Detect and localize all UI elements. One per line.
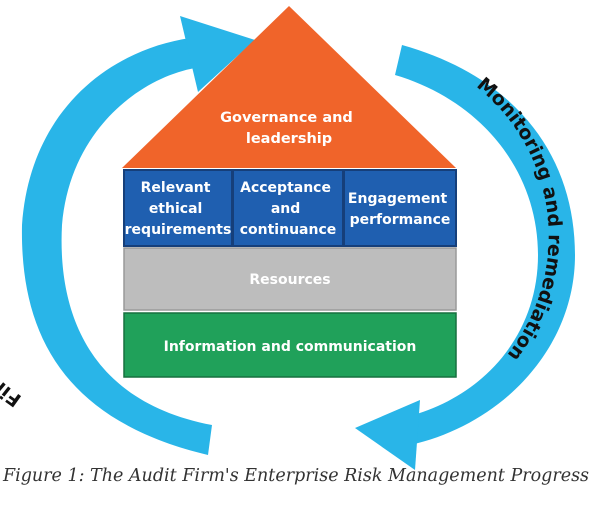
foundation-label: Information and communication xyxy=(164,339,417,355)
left-cycle-label: Firm's risk assessment process xyxy=(0,92,25,411)
roof-label-line-1: Governance and xyxy=(220,110,353,126)
resources-label: Resources xyxy=(249,272,330,288)
pillar-acceptance-and-continuance xyxy=(232,169,344,247)
roof-label-line-2: leadership xyxy=(246,131,332,147)
right-arrow-head xyxy=(355,400,420,470)
right-cycle-arrow xyxy=(355,45,575,470)
information-communication-foundation xyxy=(123,312,457,378)
pillar-2-label: Acceptance and continuance xyxy=(240,180,337,238)
left-arrow-band xyxy=(21,38,212,455)
left-cycle-arrow xyxy=(21,16,255,455)
pillar-1-label: Relevant ethical requirements xyxy=(125,180,232,238)
pillar-engagement-performance xyxy=(343,169,457,247)
figure-caption: Figure 1: The Audit Firm's Enterprise Ri… xyxy=(2,466,590,486)
resources-band xyxy=(123,247,457,311)
right-arrow-band xyxy=(395,45,575,445)
left-arrow-head xyxy=(180,16,255,92)
pillar-3-label: Engagement performance xyxy=(348,191,452,228)
pillar-relevant-ethical-requirements xyxy=(123,169,233,247)
governance-roof xyxy=(122,6,456,168)
roof-label: Governance and leadership xyxy=(220,110,358,147)
